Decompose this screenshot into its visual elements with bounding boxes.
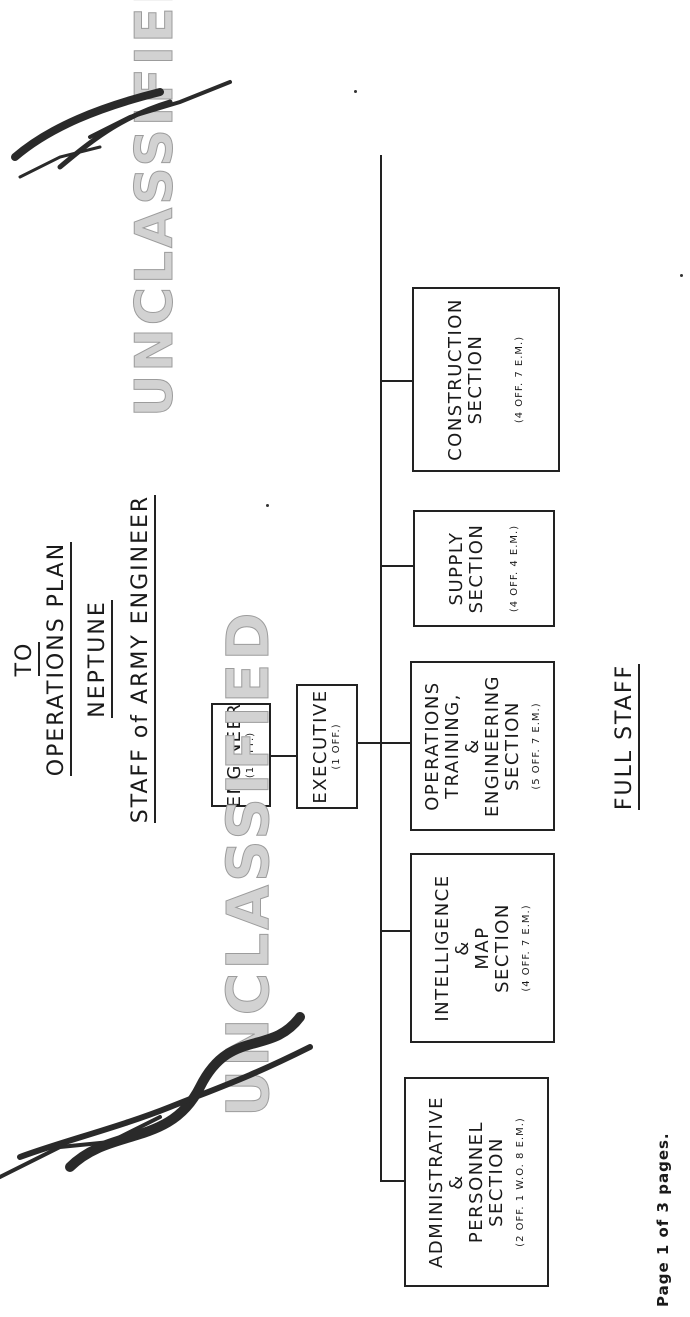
svg-text:UNCLASSIFIED: UNCLASSIFIED (214, 609, 282, 1117)
speck (680, 274, 683, 277)
speck (354, 90, 357, 93)
speck (266, 504, 269, 507)
svg-text:UNCLASSIFIED: UNCLASSIFIED (125, 0, 185, 417)
